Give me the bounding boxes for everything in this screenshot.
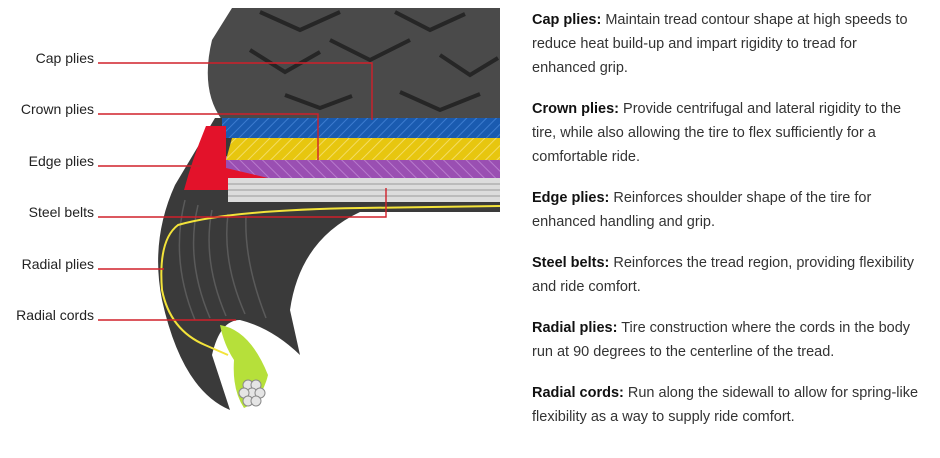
leader-line: [98, 113, 319, 160]
description-radial-cords: Radial cords: Run along the sidewall to …: [532, 381, 924, 429]
description-term: Crown plies:: [532, 101, 620, 117]
callout-label: Steel belts: [29, 204, 94, 220]
leader-line: [98, 62, 373, 120]
description-text: Run along the sidewall to allow for spri…: [532, 385, 919, 425]
bead-wire-bundle: [238, 379, 266, 407]
tire-layers: [160, 118, 500, 408]
tread-grooves: [248, 10, 500, 113]
description-text: Maintain tread contour shape at high spe…: [532, 12, 908, 76]
description-radial-plies: Radial plies: Tire construction where th…: [532, 316, 924, 364]
leader-line: [98, 188, 387, 218]
tread-block: [207, 8, 500, 120]
callout-radial-cords: Radial cords: [16, 307, 236, 323]
description-term: Cap plies:: [532, 12, 602, 28]
layer-descriptions: Cap plies: Maintain tread contour shape …: [532, 8, 924, 446]
callout-label: Crown plies: [21, 101, 94, 117]
tire-cross-section-diagram: Cap plies Crown plies Edge plies Steel b…: [16, 8, 500, 410]
callout-edge-plies: Edge plies: [29, 153, 200, 169]
crown-plies-layer: [226, 138, 500, 160]
description-term: Edge plies:: [532, 190, 610, 206]
callout-crown-plies: Crown plies: [21, 101, 319, 160]
description-term: Radial cords:: [532, 385, 624, 401]
callout-label: Radial plies: [22, 256, 94, 272]
description-edge-plies: Edge plies: Reinforces shoulder shape of…: [532, 186, 924, 234]
sidewall-lines: [178, 199, 267, 321]
callout-label: Radial cords: [16, 307, 94, 323]
edge-plies-layer: [226, 156, 500, 178]
description-text: Tire construction where the cords in the…: [532, 320, 911, 360]
description-cap-plies: Cap plies: Maintain tread contour shape …: [532, 8, 924, 80]
radial-plies-line: [160, 205, 500, 356]
description-text: Provide centrifugal and lateral rigidity…: [532, 101, 902, 165]
description-text: Reinforces shoulder shape of the tire fo…: [532, 190, 872, 230]
callout-cap-plies: Cap plies: [36, 50, 373, 120]
description-crown-plies: Crown plies: Provide centrifugal and lat…: [532, 97, 924, 169]
callout-label: Edge plies: [29, 153, 94, 169]
callout-radial-plies: Radial plies: [22, 256, 164, 272]
description-term: Steel belts:: [532, 255, 610, 271]
steel-belt-lines: [228, 183, 500, 197]
callout-label: Cap plies: [36, 50, 94, 66]
cap-plies-layer: [222, 118, 500, 138]
description-steel-belts: Steel belts: Reinforces the tread region…: [532, 251, 924, 299]
description-text: Reinforces the tread region, providing f…: [532, 255, 915, 295]
callout-steel-belts: Steel belts: [29, 188, 387, 220]
description-term: Radial plies:: [532, 320, 618, 336]
